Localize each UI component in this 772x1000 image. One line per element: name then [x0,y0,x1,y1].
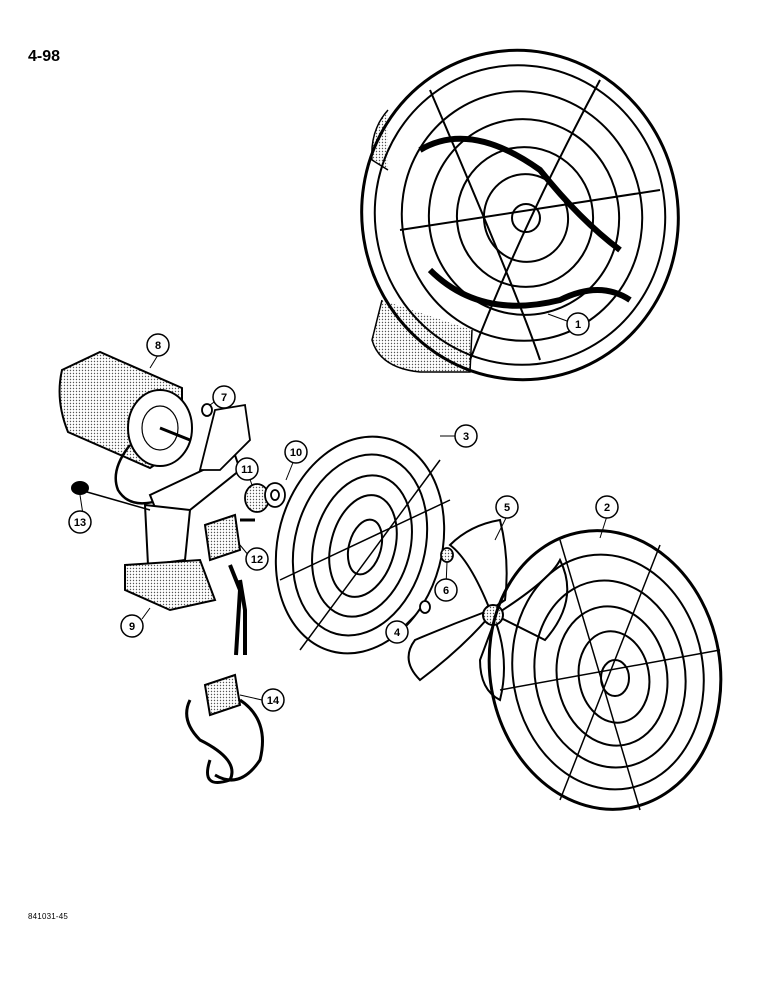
assembled-fan [360,48,680,382]
callout-6: 6 [434,578,458,602]
callout-9: 9 [120,614,144,638]
page-number: 4-98 [28,48,61,65]
svg-text:10: 10 [290,447,302,459]
svg-text:1: 1 [575,319,581,331]
callout-5: 5 [495,495,519,519]
callout-3: 3 [454,424,478,448]
small-hardware [198,403,286,513]
callout-2: 2 [595,495,619,519]
callout-13: 13 [68,510,92,534]
svg-text:3: 3 [463,431,469,443]
svg-text:8: 8 [155,340,161,352]
rear-guard [274,435,451,655]
svg-text:14: 14 [267,695,280,707]
callout-10: 10 [284,440,308,464]
mounting-stand [71,453,242,612]
svg-text:7: 7 [221,392,227,404]
callout-7: 7 [212,385,236,409]
fan-switch [185,513,264,784]
svg-text:2: 2 [604,502,610,514]
svg-text:11: 11 [241,464,253,476]
fan-motor [58,350,193,505]
front-guard [487,529,723,811]
svg-text:12: 12 [251,554,263,566]
callout-12: 12 [245,547,269,571]
svg-text:9: 9 [129,621,135,633]
svg-text:5: 5 [504,502,510,514]
svg-text:6: 6 [443,585,449,597]
svg-text:13: 13 [74,517,86,529]
callout-4: 4 [385,620,409,644]
callout-8: 8 [146,333,170,357]
callout-11: 11 [235,457,259,481]
fan-blade [407,518,569,702]
callout-1: 1 [566,312,590,336]
callout-14: 14 [261,688,285,712]
svg-text:4: 4 [394,627,401,639]
figure-code: 841031-45 [28,912,69,921]
